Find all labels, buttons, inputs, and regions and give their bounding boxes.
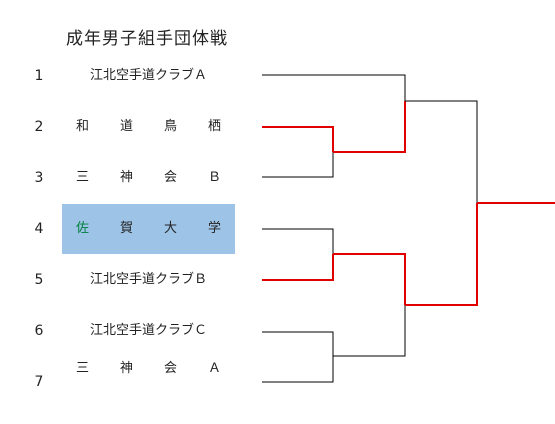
bracket-line-team-7: [262, 356, 334, 383]
seed-number-6: 6: [34, 323, 44, 339]
team-name-4: 佐賀大学: [62, 204, 235, 254]
team-name-char: 三: [76, 170, 90, 185]
bracket-line-team-3: [262, 152, 334, 178]
bracket-line-team-2: [262, 126, 334, 152]
team-name-char: Ｂ: [207, 170, 221, 185]
team-name-char: Ａ: [207, 361, 221, 376]
bracket-line-team-5: [262, 254, 334, 281]
seed-number-4: 4: [34, 221, 44, 237]
bracket-line-semi-top: [405, 100, 478, 203]
bracket-line-match-6-7: [333, 305, 406, 357]
team-name-char: 佐: [76, 221, 90, 236]
team-name-char: 鳥: [163, 119, 177, 134]
team-name-char: 賀: [119, 221, 133, 236]
team-name-char: 会: [163, 361, 177, 376]
bracket-line-semi-bottom: [405, 203, 478, 306]
seed-number-1: 1: [34, 68, 44, 84]
seed-number-7: 7: [34, 374, 44, 390]
team-name-char: 会: [163, 170, 177, 185]
team-name-char: 大: [163, 221, 177, 236]
bracket-line-team-1: [262, 74, 406, 101]
team-name-char: 三: [76, 361, 90, 376]
team-name-char: 神: [119, 361, 133, 376]
seed-number-5: 5: [34, 272, 44, 288]
bracket-line-match-4-5: [333, 253, 406, 305]
team-name-char: 神: [119, 170, 133, 185]
team-name-char: 和: [76, 119, 90, 134]
team-name-1: 江北空手道クラブＡ: [89, 68, 207, 83]
bracket-line-team-6: [262, 331, 334, 356]
team-name-5: 江北空手道クラブＢ: [89, 272, 207, 287]
team-name-char: 栖: [207, 119, 221, 134]
seed-number-2: 2: [34, 119, 44, 135]
seed-number-3: 3: [34, 170, 44, 186]
team-name-6: 江北空手道クラブＣ: [89, 323, 207, 338]
bracket-title: 成年男子組手団体戦: [66, 29, 228, 49]
bracket-line-match-2-3: [333, 101, 406, 153]
team-name-char: 道: [119, 119, 133, 134]
team-name-char: 学: [207, 221, 221, 236]
bracket-line-team-4: [262, 228, 334, 254]
team-name-2: 和道鳥栖: [62, 116, 235, 138]
